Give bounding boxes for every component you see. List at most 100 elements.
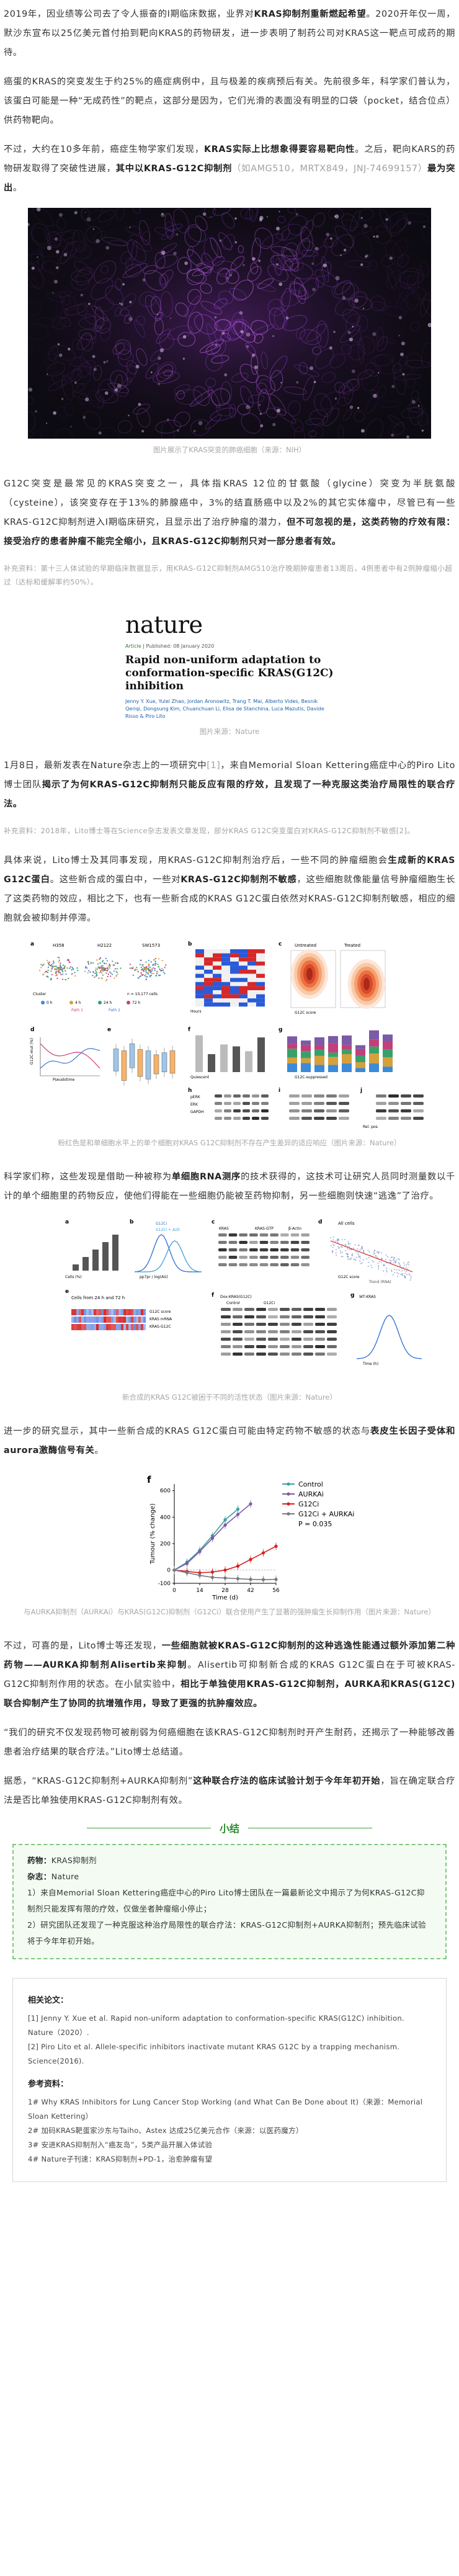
blot-band [303,1353,313,1356]
data-point [210,1575,215,1579]
nucleus [240,330,244,334]
cell-point [372,1260,373,1262]
legend-marker [287,1482,290,1486]
cell-point [50,964,53,965]
blot-band [244,1345,254,1348]
heat-cell [195,965,204,970]
cell-point [373,1261,375,1263]
bar [112,1235,118,1271]
cell-outline [214,319,231,331]
summary-row: 2）研究团队还发现了一种克服这种治疗局限性的联合疗法：KRAS-G12C抑制剂+… [27,1917,432,1949]
heat-cell [239,965,247,970]
nucleus [258,259,261,262]
box [113,1049,119,1071]
nucleus [311,262,314,265]
box [121,1050,127,1081]
cell-outline [275,258,283,275]
cell-outline [156,254,178,269]
cell-outline [300,220,314,241]
nucleus [312,287,316,292]
nucleus [53,411,56,415]
cell-point [102,965,104,967]
cell-point [56,967,58,968]
reference-item: 1# Why KRAS Inhibitors for Lung Cancer S… [28,2098,423,2121]
cell-outline [283,386,307,395]
cell-point [352,1248,354,1250]
blot-band [301,1248,310,1251]
heat-cell [247,994,256,999]
cell-outline [37,246,44,273]
nucleus [221,331,225,335]
heat-cell [138,1309,141,1315]
blot-band [221,1345,231,1348]
heat-cell [121,1324,123,1330]
cell-outline [176,390,185,400]
blot-band [256,1315,266,1318]
cell-point [149,975,151,977]
heat-cell [239,1002,247,1007]
cell-point [98,958,100,960]
stack-segment [314,1055,324,1065]
blot-band [270,1241,279,1244]
blot-band [244,1323,254,1326]
cell-point [59,964,61,966]
cell-outline [53,290,73,298]
cell-point [115,970,117,973]
cell-outline [281,228,290,241]
cell-point [106,967,108,969]
nucleus [122,283,125,286]
heat-cell [230,990,239,995]
heat-cell [213,953,221,958]
heat-cell [131,1324,133,1330]
heat-cell [256,957,265,962]
cell-point [376,1256,378,1258]
cell-point [48,961,50,963]
nucleus [252,257,256,261]
cell-point [359,1256,360,1258]
cell-point [146,976,148,978]
heat-cell [195,957,204,962]
blot-band [256,1308,266,1311]
supplementary-note: 补充资料：2018年，Lito博士等在Science杂志发表文章发现，部分KRA… [4,826,415,835]
cell-point [352,1254,354,1256]
cell-outline [240,208,254,220]
cell-point [47,969,49,971]
summary-row: 杂志：Nature [27,1869,432,1885]
blot-band [339,1109,349,1112]
svg-text:Pseudotime: Pseudotime [53,1078,74,1082]
cell-point [147,972,149,973]
cell-outline [95,389,118,404]
heat-cell [213,957,221,962]
blot-band [233,1338,243,1341]
hist-line [356,1315,422,1359]
blot-band [233,1323,243,1326]
cell-point [374,1250,376,1251]
text-run: 不过，大约在10多年前，癌症生物学家们发现， [4,145,205,154]
blot-band [268,1330,278,1333]
nucleus [334,215,336,218]
cell-point [157,964,159,965]
heat-cell [213,998,221,1003]
cell-outline [334,382,345,393]
data-point [261,1551,265,1555]
cell-point [400,1274,402,1276]
reference-item: [2] Piro Lito et al. Allele-specific inh… [28,2042,400,2065]
cell-point [406,1274,408,1276]
cell-outline [196,263,212,274]
heat-cell [204,973,213,978]
paragraph: 科学家们称，这些发现是借助一种被称为单细胞RNA测序的技术获得的，这技术可让研究… [4,1168,455,1206]
cell-point [58,970,60,972]
cell-point [154,968,156,970]
cell-outline [97,395,104,410]
cell-point [145,978,147,980]
cell-point [110,975,112,977]
heat-cell [213,970,221,974]
figure-caption: 图片展示了KRAS突变的肺癌细胞（来源：NIH） [153,445,306,454]
heat-cell [204,970,213,974]
nucleus [246,405,250,409]
nucleus [61,398,64,400]
nucleus [326,233,330,236]
cell-outline [187,249,202,267]
cell-point [61,968,63,970]
cell-outline [190,419,210,436]
